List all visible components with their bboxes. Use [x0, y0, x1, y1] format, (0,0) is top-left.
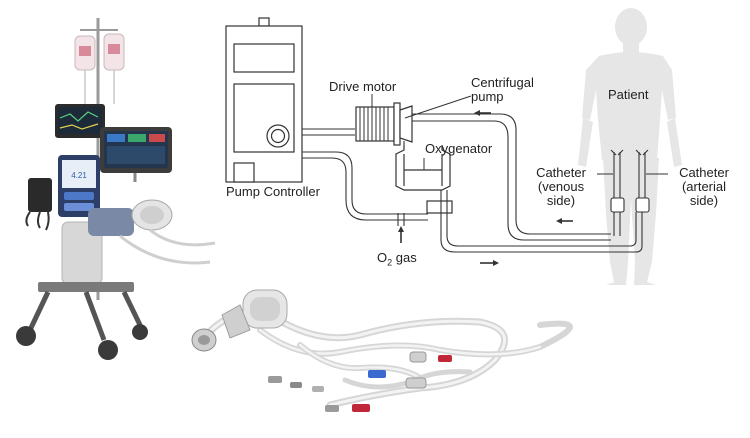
arrow-right-icon — [480, 260, 499, 266]
svg-text:4.21: 4.21 — [71, 171, 87, 180]
label-catheter-venous-line1: Catheter — [536, 165, 586, 180]
arrow-up-icon — [398, 226, 404, 243]
label-o2-gas-suffix: gas — [392, 250, 417, 265]
label-oxygenator: Oxygenator — [425, 141, 493, 156]
label-drive-motor: Drive motor — [329, 79, 397, 94]
cart-pump-head — [88, 199, 216, 265]
circuit-lines — [397, 113, 646, 253]
label-catheter-arterial-line2: (arterial — [681, 179, 727, 194]
cart-wheel — [16, 326, 36, 346]
label-centrifugal-pump: Centrifugal pump — [471, 76, 534, 104]
iv-bag-left — [74, 35, 96, 104]
label-o2-gas: O2 gas — [377, 251, 417, 270]
tablet-display — [100, 127, 172, 182]
top-monitor — [55, 104, 105, 138]
label-catheter-venous: Catheter (venous side) — [528, 166, 594, 208]
pump-console: 4.21 — [58, 155, 100, 217]
cart-wheel — [98, 340, 118, 360]
ecmo-cart-photo: 4.21 — [16, 18, 216, 360]
label-catheter-venous-line3: side) — [546, 193, 576, 208]
circuit-components — [191, 289, 452, 412]
cart-shelf — [38, 282, 134, 292]
arrow-left-icon — [556, 218, 573, 224]
label-centrifugal-pump-line1: Centrifugal — [471, 75, 534, 90]
cart-wheel — [132, 324, 148, 340]
oxygenator — [395, 145, 453, 214]
pump-controller — [225, 17, 303, 183]
label-catheter-arterial: Catheter (arterial side) — [670, 166, 738, 208]
label-catheter-arterial-line3: side) — [689, 193, 719, 208]
label-patient: Patient — [608, 87, 649, 102]
leader-lines — [371, 94, 668, 175]
iv-bag-right — [103, 33, 125, 104]
label-catheter-arterial-line1: Catheter — [679, 165, 729, 180]
label-catheter-venous-line2: (venous — [537, 179, 585, 194]
centrifugal-pump — [393, 102, 413, 146]
catheter-connectors — [610, 149, 650, 213]
label-pump-controller: Pump Controller — [226, 184, 320, 199]
flow-arrows — [398, 110, 573, 266]
label-o2-gas-prefix: O — [377, 250, 388, 265]
label-centrifugal-pump-line2: pump — [471, 89, 504, 104]
drive-motor — [355, 106, 395, 142]
patient-silhouette — [578, 8, 682, 285]
label-o2-gas-subscript: 2 — [387, 257, 393, 268]
side-sensors — [25, 178, 52, 231]
controller-cable — [302, 128, 428, 221]
arrow-left-icon — [474, 110, 491, 116]
